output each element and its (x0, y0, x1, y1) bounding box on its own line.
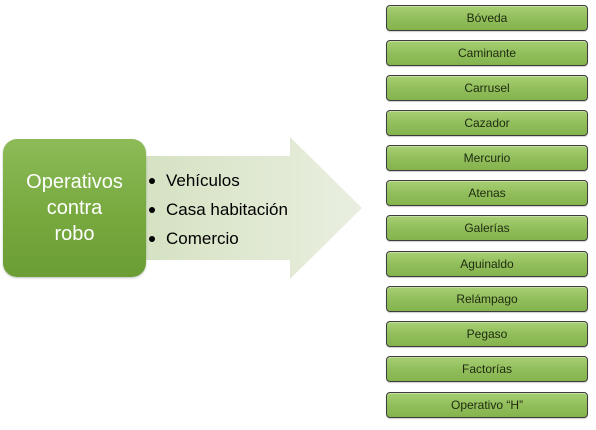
main-node-line-2: contra (46, 197, 103, 219)
bullet-dot-icon (149, 207, 155, 213)
operation-item-galerias: Galerías (386, 215, 588, 241)
operation-item-pegaso: Pegaso (386, 321, 588, 347)
main-node-label: Operativos contra robo (26, 169, 123, 247)
main-node-line-3: robo (54, 223, 95, 245)
main-node-line-1: Operativos (26, 171, 123, 193)
target-list-item: Comercio (147, 224, 288, 253)
operation-item-caminante: Caminante (386, 40, 588, 66)
operation-item-boveda: Bóveda (386, 5, 588, 31)
target-label-comercio: Comercio (166, 229, 239, 248)
operation-item-aguinaldo: Aguinaldo (386, 251, 588, 277)
operation-item-carrusel: Carrusel (386, 75, 588, 101)
target-label-casa: Casa habitación (166, 200, 288, 219)
operation-item-cazador: Cazador (386, 110, 588, 136)
target-list: Vehículos Casa habitación Comercio (147, 166, 288, 253)
operation-item-operativo-h: Operativo “H” (386, 392, 588, 418)
operation-item-mercurio: Mercurio (386, 145, 588, 171)
operation-item-atenas: Atenas (386, 180, 588, 206)
target-list-item: Vehículos (147, 166, 288, 195)
main-node-operativos: Operativos contra robo (3, 139, 146, 277)
bullet-dot-icon (149, 178, 155, 184)
operation-item-relampago: Relámpago (386, 286, 588, 312)
target-list-item: Casa habitación (147, 195, 288, 224)
target-label-vehiculos: Vehículos (166, 171, 240, 190)
arrow-shape (120, 137, 362, 279)
operation-item-factorias: Factorías (386, 356, 588, 382)
bullet-dot-icon (149, 236, 155, 242)
